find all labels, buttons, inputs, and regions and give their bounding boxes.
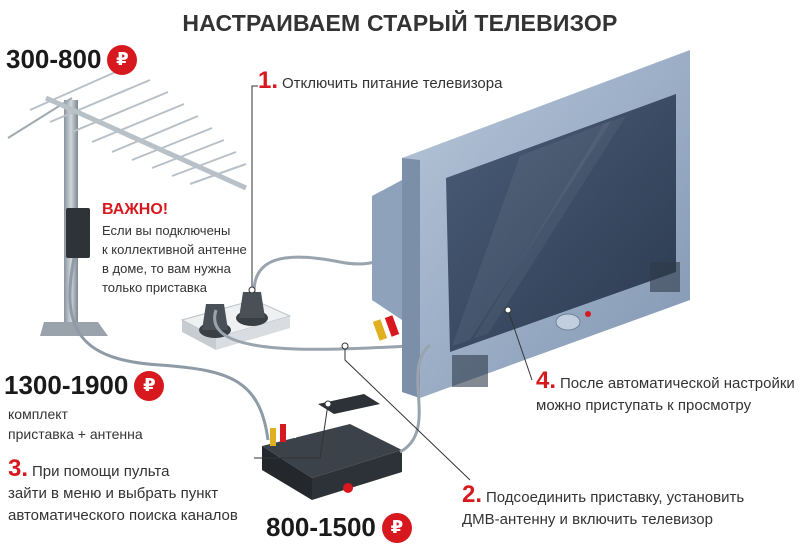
step-text: зайти в меню и выбрать пункт	[8, 485, 219, 502]
step-text: Подсоединить приставку, установить	[486, 489, 745, 506]
ruble-icon: ₽	[134, 370, 165, 401]
crt-tv	[372, 50, 690, 398]
warning-note: ВАЖНО! Если вы подключены к коллективной…	[102, 200, 267, 297]
step-text: ДМВ-антенну и включить телевизор	[462, 511, 713, 528]
step-number: 4.	[536, 367, 557, 394]
step-number: 3.	[8, 455, 29, 482]
step-1: 1.Отключить питание телевизора	[258, 67, 503, 95]
step-text: После автоматической настройки	[560, 375, 795, 392]
page-title: НАСТРАИВАЕМ СТАРЫЙ ТЕЛЕВИЗОР	[182, 10, 618, 36]
step-3: 3.При помощи пульта зайти в меню и выбра…	[8, 455, 238, 527]
antenna-price: 300-800 ₽	[6, 44, 138, 75]
set-top-box	[262, 343, 432, 500]
step-2: 2.Подсоединить приставку, установить ДМВ…	[462, 481, 745, 531]
settop-price-value: 800-1500	[266, 512, 376, 542]
ruble-icon: ₽	[381, 512, 412, 543]
kit-caption-line: комплект	[8, 406, 68, 422]
power-strip	[180, 255, 431, 351]
warning-line: в доме, то вам нужна	[102, 261, 231, 276]
step-number: 1.	[258, 67, 279, 94]
kit-price: 1300-1900 ₽	[4, 370, 165, 401]
step-text: автоматического поиска каналов	[8, 507, 238, 524]
warning-line: к коллективной антенне	[102, 242, 247, 257]
warning-line: Если вы подключены	[102, 223, 231, 238]
step-4: 4.После автоматической настройки можно п…	[536, 367, 795, 417]
ruble-icon: ₽	[107, 44, 138, 75]
antenna	[7, 69, 270, 441]
step-text: Отключить питание телевизора	[282, 75, 503, 92]
kit-price-value: 1300-1900	[4, 370, 129, 400]
kit-caption-line: приставка + антенна	[8, 426, 143, 442]
kit-caption: комплект приставка + антенна	[8, 404, 143, 444]
antenna-price-value: 300-800	[6, 44, 102, 74]
warning-title: ВАЖНО!	[102, 201, 169, 218]
warning-line: только приставка	[102, 280, 207, 295]
callout-lines	[248, 85, 533, 481]
settop-price: 800-1500 ₽	[266, 512, 412, 543]
step-number: 2.	[462, 481, 483, 508]
step-text: При помощи пульта	[32, 463, 170, 480]
step-text: можно приступать к просмотру	[536, 397, 752, 414]
